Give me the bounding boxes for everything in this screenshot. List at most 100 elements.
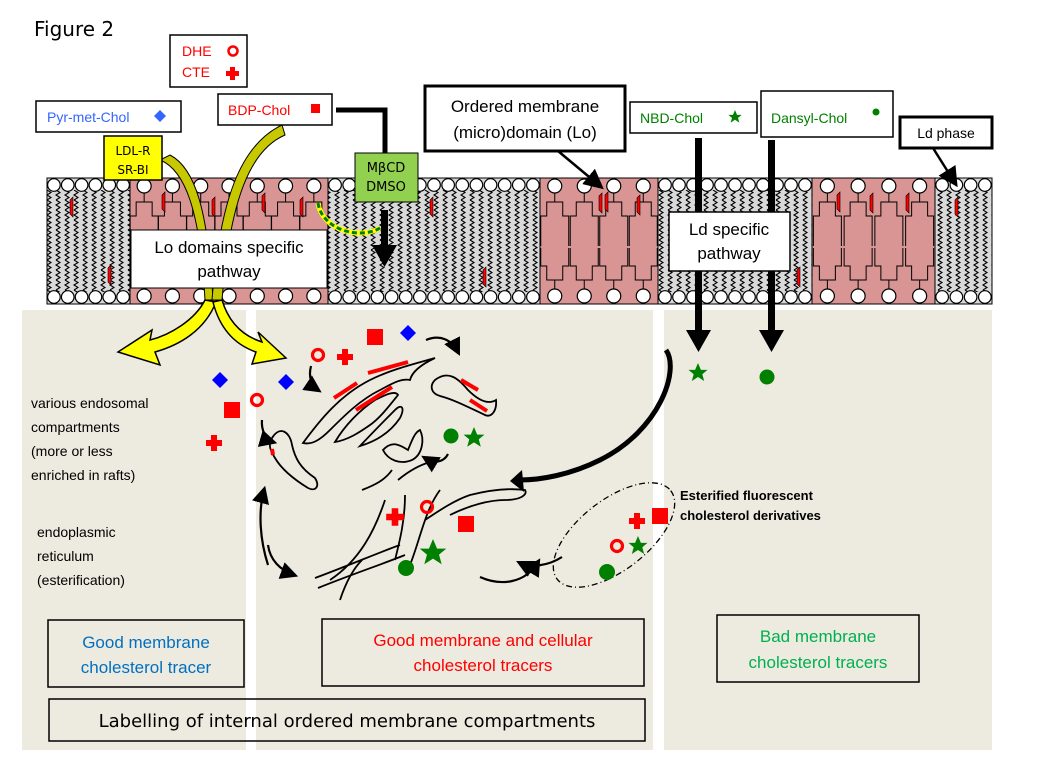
lipid-headgroup [412, 290, 427, 304]
cholesterol-marker [869, 192, 874, 214]
lipid-headgroup [74, 290, 89, 304]
dhe-cte-legend-box: DHE CTE [169, 34, 248, 88]
lipid-headgroup [88, 290, 103, 304]
endosome-compartments [268, 357, 527, 601]
cholesterol-marker [796, 266, 801, 288]
lipid-headgroup [328, 178, 342, 192]
lipid-headgroup [728, 290, 742, 304]
lipid-headgroup [306, 288, 322, 304]
lipid-droplet-ellipse [552, 482, 676, 588]
lipid-headgroup [881, 178, 897, 194]
figure-title: Figure 2 [34, 17, 114, 41]
lipid-headgroup [511, 290, 526, 304]
extractor-box: MβCD DMSO [354, 152, 419, 203]
cte-marker [337, 349, 353, 365]
lipid-headgroup [658, 178, 672, 192]
dhe-marker [249, 392, 265, 408]
dansyl-marker [599, 564, 615, 580]
cte-marker [386, 508, 404, 526]
good-cellular-box: Good membrane and cellular cholesterol t… [321, 618, 645, 687]
lo-lipid-tails [628, 248, 658, 290]
diamond-icon [154, 110, 166, 122]
lipid-headgroup [526, 290, 540, 304]
cte-marker [206, 435, 222, 451]
lipid-headgroup [249, 178, 265, 194]
bdp-label: BDP-Chol [228, 102, 290, 118]
cholesterol-marker [211, 196, 216, 218]
lipid-headgroup [306, 178, 322, 194]
lipid-headgroup [384, 290, 399, 304]
svg-text:cholesterol derivatives: cholesterol derivatives [680, 508, 821, 523]
lipid-headgroup [756, 290, 770, 304]
lipid-headgroup [116, 290, 130, 304]
bdp-marker [367, 329, 383, 345]
nbd-label: NBD-Chol [640, 110, 703, 126]
lo-lipid-tails [843, 248, 873, 290]
ld-pathway-line1: Ld specific [689, 220, 770, 239]
lipid-headgroup [576, 178, 592, 194]
star-icon [728, 110, 742, 123]
cholesterol-marker [482, 266, 487, 288]
svg-text:compartments: compartments [31, 419, 120, 435]
lo-lipid-tails [812, 192, 842, 246]
bdp-legend-box: BDP-Chol [217, 93, 333, 126]
lipid-headgroup [672, 290, 686, 304]
lipid-headgroup [511, 178, 526, 192]
lipid-headgroup [328, 290, 342, 304]
ld-pathway-box: Ld specific pathway [668, 211, 791, 272]
dansyl-marker [759, 369, 775, 385]
lipid-headgroup [469, 290, 484, 304]
lipid-headgroup [441, 290, 456, 304]
pyr-marker [278, 374, 294, 390]
endosomal-description: various endosomal compartments (more or … [31, 395, 149, 483]
cholesterol-marker [598, 192, 603, 214]
lipid-headgroup [164, 288, 181, 304]
lipid-headgroup [714, 290, 728, 304]
lo-lipid-tails [843, 192, 873, 246]
good-membrane-box: Good membrane cholesterol tracer [47, 619, 245, 688]
lipid-headgroup [60, 178, 75, 192]
svg-text:Esterified fluorescent: Esterified fluorescent [680, 488, 814, 503]
cholesterol-marker [161, 191, 166, 213]
lipid-headgroup [949, 290, 964, 304]
dansyl-marker [398, 560, 414, 576]
dhe-marker [310, 347, 326, 363]
ordered-domain-callout: Ordered membrane (micro)domain (Lo) [423, 84, 627, 190]
cholesterol-marker [604, 191, 609, 213]
sr-bi-label: SR-BI [117, 163, 148, 177]
lo-lipid-tails [599, 248, 629, 290]
lipid-headgroup [102, 290, 117, 304]
dhe-marker [609, 538, 625, 554]
extraction-curl [315, 202, 382, 236]
cholesterol-marker [954, 196, 959, 218]
cholesterol-marker [905, 192, 910, 214]
cholesterol-marker [261, 192, 266, 214]
lipid-headgroup [606, 178, 622, 194]
ld-pathway-line2: pathway [697, 244, 761, 263]
lo-pathway-box: Lo domains specific pathway [130, 229, 328, 289]
lo-pathway-line1: Lo domains specific [154, 238, 304, 257]
svg-text:various endosomal: various endosomal [31, 395, 149, 411]
dansyl-marker [443, 428, 459, 444]
red-labelled-segments [270, 360, 489, 456]
lipid-headgroup [714, 178, 728, 192]
lipid-headgroup [356, 290, 371, 304]
lipid-headgroup [526, 178, 540, 192]
lo-domain [811, 177, 936, 305]
lipid-headgroup [742, 290, 756, 304]
cte-marker [629, 513, 645, 529]
pyr-marker [400, 325, 416, 341]
nbd-marker [628, 536, 648, 554]
lipid-headgroup [455, 178, 470, 192]
lipid-headgroup [547, 178, 563, 194]
bad-line2: cholesterol tracers [749, 653, 888, 672]
bad-tracers-box: Bad membrane cholesterol tracers [716, 614, 920, 683]
lipid-headgroup [606, 288, 622, 304]
cholesterol-marker [429, 196, 434, 218]
lipid-headgroup [977, 290, 992, 304]
good-cellular-line1: Good membrane and cellular [373, 631, 593, 650]
nbd-marker [463, 427, 485, 447]
good-membrane-line2: cholesterol tracer [81, 658, 212, 677]
dansyl-label: Dansyl-Chol [771, 110, 847, 126]
